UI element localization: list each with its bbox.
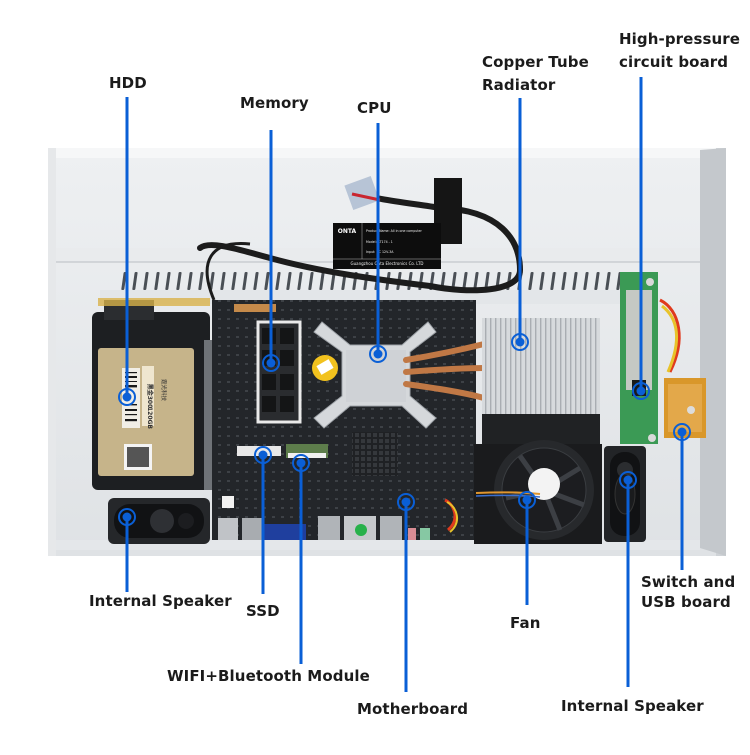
inverter-board [620,272,681,444]
chipset-heatsink [352,432,398,476]
cooling-fan [474,440,602,544]
radiator-heatsink [482,318,600,444]
hdd-brand: 霆光科技 [160,379,168,402]
switch-usb-board-part [664,378,706,438]
marker-high-pressure [632,382,650,400]
marker-hdd [118,388,136,406]
hdd-drive: 黑金300 120GB 霆光科技 [92,298,218,490]
sticker-line3: Input: DC 12V-3A [366,250,394,254]
label-wifi-bluetooth-module: WIFI+Bluetooth Module [167,667,370,685]
label-cpu: CPU [357,99,392,117]
hdd-model: 黑金300 [146,384,154,409]
marker-radiator [511,333,529,351]
sticker-line1: Product Name: All in one computer [366,229,422,233]
marker-fan [518,491,536,509]
hdd-capacity: 120GB [146,407,153,429]
marker-memory [262,354,280,372]
marker-wifi [292,454,310,472]
ssd-module [237,446,281,456]
label-memory: Memory [240,94,309,112]
marker-ssd [254,446,272,464]
speaker-left [108,498,210,544]
marker-cpu [369,345,387,363]
callout-markers [118,333,691,526]
label-hdd: HDD [109,74,147,92]
label-high-pressure-circuit-board: High-pressure circuit board [619,30,741,71]
motherboard-pcb [212,300,487,540]
product-sticker: ONTA Product Name: All in one computer M… [333,223,441,269]
marker-speaker-right [619,471,637,489]
speaker-right [604,446,646,542]
label-motherboard: Motherboard [357,700,469,718]
label-fan: Fan [510,614,541,632]
sticker-line4: Guangzhou Onta Electronics Co. LTD [350,261,423,266]
marker-motherboard [397,493,415,511]
marker-speaker-left [118,508,136,526]
marker-switch-usb [673,423,691,441]
callout-lines [125,77,684,692]
label-internal-speaker-left: Internal Speaker [89,592,232,610]
label-copper-tube-radiator: Copper Tube Radiator [482,53,589,94]
label-switch-usb-board: Switch and USB board [641,573,736,611]
label-ssd: SSD [246,602,280,620]
sticker-brand: ONTA [338,228,357,235]
label-internal-speaker-right: Internal Speaker [561,697,704,715]
